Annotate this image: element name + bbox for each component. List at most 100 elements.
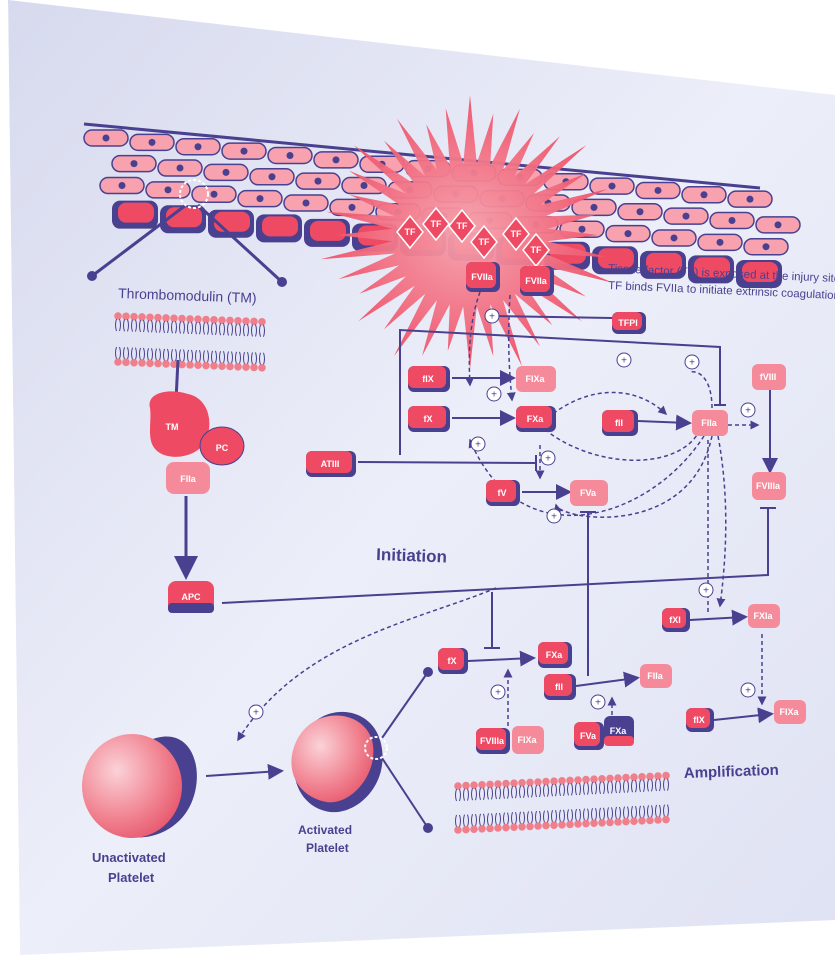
tm-protein: [149, 391, 210, 457]
tf-tile: TF: [502, 216, 530, 252]
thrombomodulin-title: Thrombomodulin (TM): [118, 285, 257, 306]
factor-label: FIIa: [647, 671, 663, 681]
plus-sign: +: [486, 386, 502, 402]
unactivated-label-2: Platelet: [108, 870, 155, 885]
factor-label: TFPI: [618, 318, 638, 328]
factor-fxia: FXIa: [748, 604, 780, 628]
tf-label: TF: [511, 229, 522, 239]
factor-fv: fV: [486, 480, 520, 506]
plus-sign: +: [248, 704, 264, 720]
factor-fviia-1: FVIIa: [466, 262, 500, 292]
plus-label: +: [489, 312, 495, 323]
panel-shadow-edge: [0, 0, 20, 955]
tf-tile: TF: [470, 224, 498, 260]
plus-label: +: [253, 708, 259, 719]
factor-mem-fixa: FIXa: [512, 726, 544, 754]
factor-label: FIXa: [517, 735, 537, 745]
plus-label: +: [495, 688, 501, 699]
factor-label: FVIIa: [525, 276, 548, 286]
factor-label: FVa: [580, 488, 597, 498]
plus-sign: +: [540, 450, 556, 466]
plus-label: +: [475, 440, 481, 451]
factor-label: fII: [555, 682, 563, 692]
tf-tile: TF: [396, 214, 424, 250]
plus-sign: +: [546, 508, 562, 524]
factor-label: FVIIIa: [756, 481, 781, 491]
factor-label: fX: [448, 656, 457, 666]
plus-label: +: [595, 698, 601, 709]
plus-sign: +: [740, 402, 756, 418]
pc-label: PC: [216, 443, 229, 453]
factor-fviia-2: FVIIa: [520, 266, 554, 296]
factor-tfpi: TFPI: [612, 312, 646, 334]
factor-label: FIIa: [701, 418, 717, 428]
factor-fiia: FIIa: [692, 410, 728, 436]
factor-amp-fii: fII: [544, 674, 576, 700]
factor-label: fIX: [422, 374, 434, 384]
factor-fxi: fXI: [662, 608, 690, 632]
tf-label: TF: [405, 227, 416, 237]
plus-label: +: [621, 356, 627, 367]
plus-label: +: [491, 390, 497, 401]
plus-label: +: [689, 358, 695, 369]
plus-label: +: [703, 586, 709, 597]
plus-sign: +: [470, 436, 486, 452]
tissue-factor-group: TF TF TF TF TF TF: [396, 206, 550, 268]
factor-label: fX: [424, 414, 433, 424]
tf-label: TF: [457, 221, 468, 231]
factor-label: fV: [498, 488, 507, 498]
factor-amp-fix: fIX: [686, 708, 714, 732]
activated-label-1: Activated: [298, 823, 352, 837]
plus-sign: +: [590, 694, 606, 710]
tf-tile: TF: [422, 206, 450, 242]
plus-label: +: [551, 512, 557, 523]
plus-sign: +: [484, 308, 500, 324]
amplification-title: Amplification: [684, 762, 780, 782]
tf-label: TF: [531, 245, 542, 255]
factor-label: FXa: [527, 414, 545, 424]
plus-label: +: [545, 454, 551, 465]
activated-platelet: Activated Platelet: [291, 711, 388, 855]
activated-label-2: Platelet: [306, 841, 349, 855]
plus-signs: + + + + + + + + + + + + +: [248, 308, 756, 720]
factor-amp-fiia: FIIa: [640, 664, 672, 688]
feedback-arrows: [237, 291, 767, 742]
tm-membrane: [114, 312, 266, 372]
initiation-title: Initiation: [376, 545, 447, 566]
apc-label: APC: [181, 592, 201, 602]
factor-fviii: fVIII: [752, 364, 786, 390]
factor-label: FIXa: [525, 374, 545, 384]
pathway-lines: [205, 309, 778, 829]
factor-amp-fxa: FXa: [538, 642, 572, 668]
unactivated-platelet: Unactivated Platelet: [82, 734, 197, 885]
plus-label: +: [745, 686, 751, 697]
factor-label: FXIa: [753, 611, 773, 621]
factor-amp-fx: fX: [438, 648, 468, 674]
tm-fiia-label: FIIa: [180, 474, 196, 484]
factor-label: FXa: [610, 726, 628, 736]
factor-mem-fviiia: FVIIIa: [476, 728, 510, 754]
plus-sign: +: [684, 354, 700, 370]
tf-tile: TF: [448, 208, 476, 244]
factor-label: FVIIa: [471, 272, 494, 282]
factor-mem-fxa: FXa: [604, 716, 634, 746]
factor-fva: FVa: [570, 480, 608, 506]
factor-fviiia: FVIIIa: [752, 472, 786, 500]
thrombomodulin-section: Thrombomodulin (TM) TM PC FIIa APC: [87, 179, 287, 613]
factor-fxa: FXa: [516, 406, 556, 432]
fiia-bound-box: [166, 462, 210, 494]
factor-fix: fIX: [408, 366, 450, 392]
factor-label: FVa: [580, 731, 597, 741]
factor-atiii: ATIII: [306, 451, 356, 477]
plus-sign: +: [490, 684, 506, 700]
factor-label: fII: [615, 418, 623, 428]
tf-label: TF: [479, 237, 490, 247]
plus-sign: +: [740, 682, 756, 698]
plus-sign: +: [698, 582, 714, 598]
unactivated-label-1: Unactivated: [92, 850, 166, 865]
factor-label: fXI: [669, 615, 681, 625]
factor-label: fVIII: [760, 372, 777, 382]
